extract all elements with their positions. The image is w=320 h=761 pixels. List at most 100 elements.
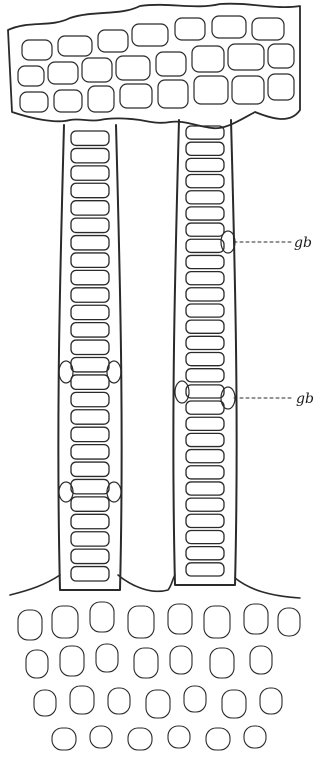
upper-cell-17 bbox=[88, 86, 114, 112]
right-vessel-cell-19 bbox=[186, 433, 224, 446]
right-vessel-cell-27 bbox=[186, 563, 224, 576]
lower-cell-24 bbox=[128, 728, 152, 750]
right-vessel-cell-23 bbox=[186, 498, 224, 511]
right-vessel-cell-8 bbox=[186, 255, 224, 268]
upper-cell-15 bbox=[20, 92, 48, 112]
left-vessel-cell-22 bbox=[71, 514, 109, 528]
lower-cell-15 bbox=[34, 690, 56, 716]
left-vessel-cell-24 bbox=[71, 549, 109, 563]
upper-cell-3 bbox=[132, 24, 168, 46]
right-vessel-cell-6 bbox=[186, 223, 224, 236]
upper-cell-9 bbox=[82, 58, 112, 82]
right-vessel-cell-14 bbox=[186, 353, 224, 366]
gb-label-lower: gb bbox=[296, 391, 314, 407]
guard-cell-left-a bbox=[59, 361, 73, 383]
left-vessel-cell-10 bbox=[71, 305, 109, 319]
left-vessel-cell-5 bbox=[71, 218, 109, 232]
lower-cell-16 bbox=[70, 686, 94, 714]
guard-cell-left-d bbox=[107, 482, 121, 502]
upper-cell-12 bbox=[192, 46, 224, 72]
lower-cell-23 bbox=[90, 726, 112, 748]
guard-cell-lower bbox=[221, 387, 235, 409]
lower-cell-11 bbox=[134, 648, 158, 678]
gb-label-upper: gb bbox=[294, 235, 312, 251]
upper-cell-0 bbox=[22, 40, 52, 60]
upper-cell-4 bbox=[175, 18, 205, 40]
left-vessel-cell-0 bbox=[71, 131, 109, 145]
right-vessel-cell-26 bbox=[186, 547, 224, 560]
upper-cell-14 bbox=[268, 44, 294, 68]
lower-cell-0 bbox=[18, 610, 42, 640]
upper-cell-13 bbox=[228, 44, 264, 70]
upper-cell-11 bbox=[156, 52, 186, 76]
right-vascular-strand bbox=[173, 120, 236, 585]
left-vessel-cell-2 bbox=[71, 166, 109, 180]
lower-cell-2 bbox=[90, 602, 114, 632]
upper-cell-2 bbox=[98, 30, 128, 52]
left-vessel-cell-3 bbox=[71, 183, 109, 197]
left-vessel-cell-15 bbox=[71, 392, 109, 406]
right-vessel-cell-2 bbox=[186, 158, 224, 171]
right-vessel-cell-21 bbox=[186, 466, 224, 479]
right-vessel-cell-5 bbox=[186, 207, 224, 220]
left-vessel-cell-9 bbox=[71, 288, 109, 302]
lower-cell-7 bbox=[278, 608, 300, 636]
lower-cell-19 bbox=[184, 686, 206, 712]
upper-cell-7 bbox=[18, 66, 44, 86]
upper-parenchyma-tissue bbox=[8, 4, 300, 129]
right-vessel-cell-12 bbox=[186, 320, 224, 333]
right-vessel-cell-4 bbox=[186, 191, 224, 204]
lower-cell-8 bbox=[26, 650, 48, 678]
lower-cell-3 bbox=[128, 606, 154, 638]
right-vessel-cell-1 bbox=[186, 142, 224, 155]
upper-cell-6 bbox=[252, 18, 284, 40]
lower-cell-27 bbox=[244, 726, 266, 748]
left-vessel-cell-13 bbox=[71, 358, 109, 372]
lower-cell-9 bbox=[60, 646, 84, 676]
left-vessel-cell-23 bbox=[71, 532, 109, 546]
right-vessel-cell-22 bbox=[186, 482, 224, 495]
left-vessel-cell-19 bbox=[71, 462, 109, 476]
lower-cell-5 bbox=[204, 606, 230, 638]
right-vessel-cell-24 bbox=[186, 514, 224, 527]
lower-cell-21 bbox=[260, 688, 282, 714]
upper-cell-8 bbox=[48, 62, 78, 84]
left-vessel-cell-16 bbox=[71, 410, 109, 424]
left-vessel-cell-21 bbox=[71, 497, 109, 511]
upper-cell-22 bbox=[268, 74, 294, 100]
upper-cell-5 bbox=[212, 16, 246, 38]
lower-cell-6 bbox=[244, 604, 268, 634]
lower-cell-17 bbox=[108, 688, 130, 714]
left-vessel-cell-12 bbox=[71, 340, 109, 354]
right-vessel-cell-15 bbox=[186, 369, 224, 382]
left-vessel-cell-25 bbox=[71, 567, 109, 581]
left-vessel-cell-8 bbox=[71, 270, 109, 284]
right-vessel-cell-20 bbox=[186, 450, 224, 463]
left-vessel-cell-11 bbox=[71, 323, 109, 337]
upper-cell-18 bbox=[120, 84, 152, 108]
left-vessel-cell-20 bbox=[71, 479, 109, 493]
left-vessel-cell-4 bbox=[71, 201, 109, 215]
lower-cell-25 bbox=[168, 726, 190, 748]
right-vessel-cell-25 bbox=[186, 530, 224, 543]
right-vessel-cell-3 bbox=[186, 175, 224, 188]
right-vessel-cell-16 bbox=[186, 385, 224, 398]
right-vessel-cell-18 bbox=[186, 417, 224, 430]
lower-cell-22 bbox=[52, 728, 76, 750]
left-vessel-cell-1 bbox=[71, 148, 109, 162]
left-vessel-cell-17 bbox=[71, 427, 109, 441]
right-vessel-cell-11 bbox=[186, 304, 224, 317]
right-vessel-cell-7 bbox=[186, 239, 224, 252]
right-vessel-cell-13 bbox=[186, 336, 224, 349]
lower-cell-10 bbox=[96, 644, 118, 672]
left-vascular-strand bbox=[58, 125, 121, 590]
right-vessel-cell-17 bbox=[186, 401, 224, 414]
left-vessel-cell-7 bbox=[71, 253, 109, 267]
guard-cell-left-c bbox=[59, 482, 73, 502]
upper-cell-16 bbox=[54, 90, 82, 112]
lower-parenchyma-tissue bbox=[10, 575, 300, 750]
left-vessel-cell-6 bbox=[71, 236, 109, 250]
lower-cell-12 bbox=[170, 646, 192, 674]
left-vessel-cell-14 bbox=[71, 375, 109, 389]
